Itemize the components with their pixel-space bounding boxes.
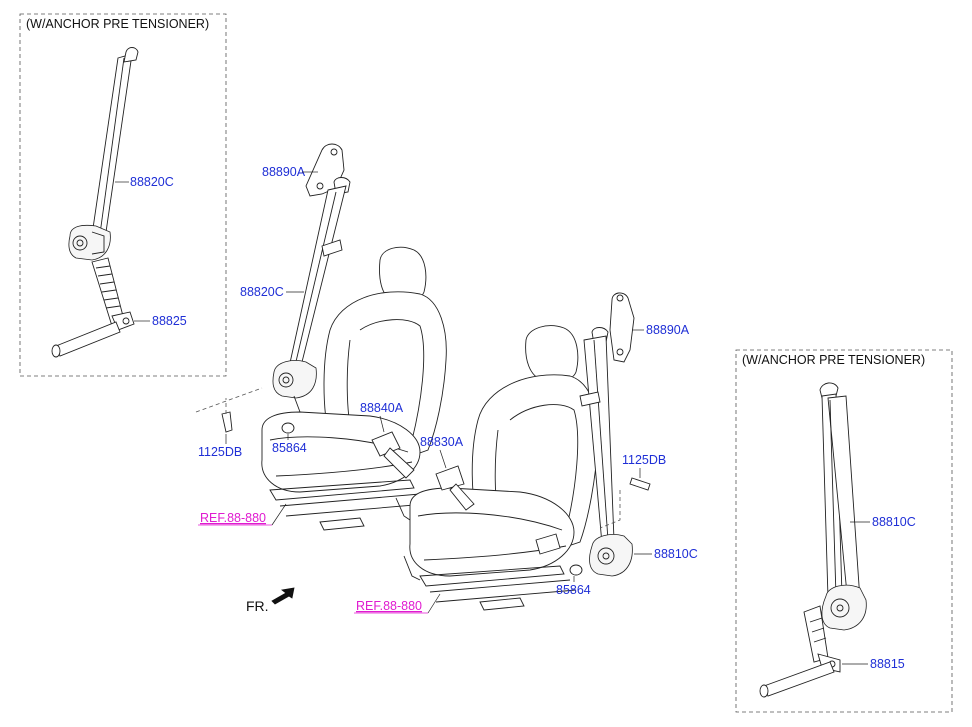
label-88820C-box: 88820C	[130, 175, 174, 189]
label-88820C-mid: 88820C	[240, 285, 284, 299]
ref-left[interactable]: REF.88-880	[200, 511, 266, 525]
left-option-box	[19, 13, 227, 377]
grommet-85864-left	[281, 422, 295, 434]
label-88815: 88815	[870, 657, 905, 671]
right-seat-drawing	[403, 325, 599, 611]
label-88890A-left: 88890A	[262, 165, 306, 179]
left-box-belt-drawing	[51, 47, 139, 358]
front-arrow-icon	[271, 587, 295, 605]
right-option-group: (W/ANCHOR PRE TENSIONER) 88810C 88815	[735, 349, 953, 713]
right-pillar-belt	[569, 292, 651, 577]
left-option-title: (W/ANCHOR PRE TENSIONER)	[26, 17, 209, 31]
label-1125DB-right: 1125DB	[622, 453, 666, 467]
left-pillar-belt	[195, 143, 351, 433]
label-88810C-mid: 88810C	[654, 547, 698, 561]
right-option-box	[735, 349, 953, 713]
label-88890A-right: 88890A	[646, 323, 690, 337]
label-85864-left: 85864	[272, 441, 307, 455]
right-option-title: (W/ANCHOR PRE TENSIONER)	[742, 353, 925, 367]
grommet-85864-right	[569, 564, 583, 576]
front-direction-label: FR.	[246, 598, 269, 614]
right-box-belt-drawing	[759, 382, 867, 698]
label-88840A: 88840A	[360, 401, 404, 415]
label-1125DB-left: 1125DB	[198, 445, 242, 459]
left-seat-drawing	[261, 246, 447, 531]
label-88825: 88825	[152, 314, 187, 328]
label-88810C-box: 88810C	[872, 515, 916, 529]
left-option-group: (W/ANCHOR PRE TENSIONER) 88820C 88825	[19, 13, 227, 377]
label-88830A: 88830A	[420, 435, 464, 449]
ref-right[interactable]: REF.88-880	[356, 599, 422, 613]
front-direction-indicator: FR.	[246, 587, 295, 614]
label-85864-right: 85864	[556, 583, 591, 597]
